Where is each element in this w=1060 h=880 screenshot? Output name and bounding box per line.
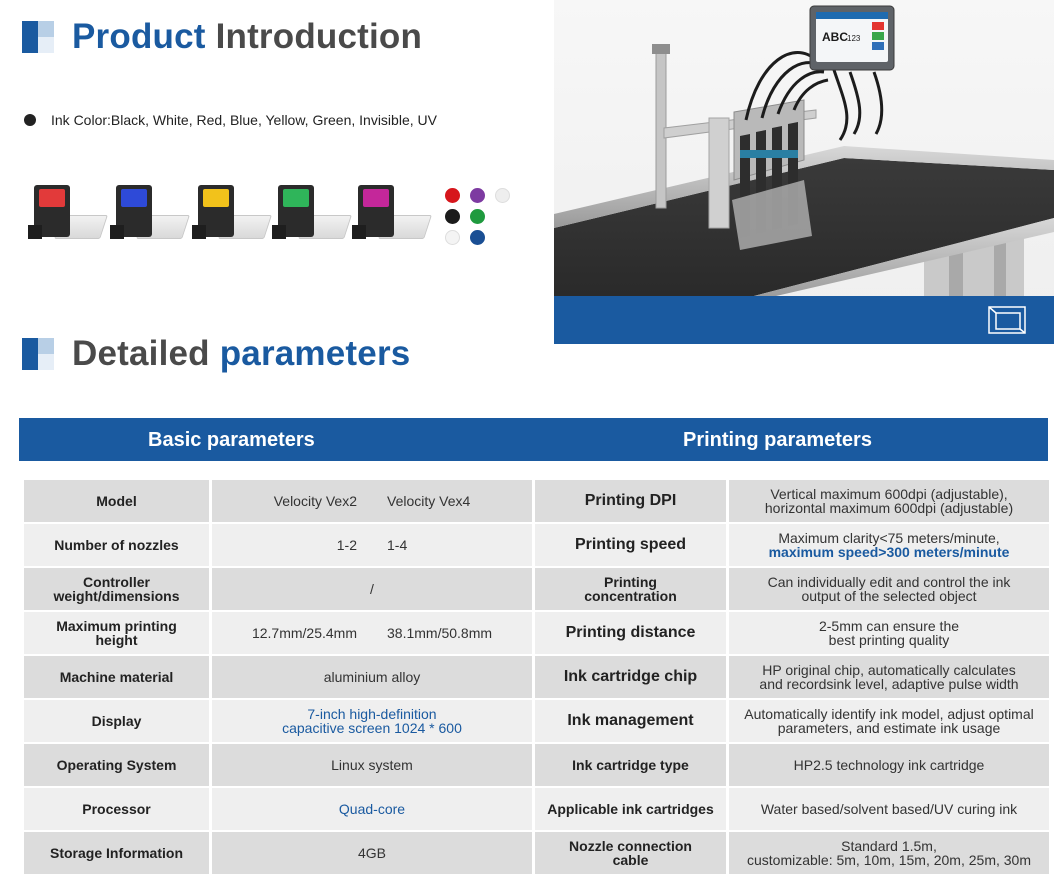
product-introduction-heading: Product Introduction	[22, 17, 422, 57]
basic-param-label: Machine material	[24, 656, 209, 698]
color-swatch	[470, 188, 485, 203]
parameters-header-bar: Basic parameters Printing parameters	[19, 418, 1048, 461]
detailed-parameters-heading: Detailed parameters	[22, 334, 410, 374]
ink-cartridges-image	[18, 160, 432, 260]
basic-param-label: Display	[24, 700, 209, 742]
expand-icon[interactable]	[986, 304, 1028, 336]
printing-param-label: Printing distance	[535, 612, 726, 654]
color-swatch	[470, 230, 485, 245]
svg-text:ABC: ABC	[822, 30, 848, 44]
cartridge-magenta-image	[348, 185, 432, 247]
printing-param-label: Printing speed	[535, 524, 726, 566]
printer-product-photo: ABC 123	[554, 0, 1054, 344]
ink-color-line: Ink Color:Black, White, Red, Blue, Yello…	[24, 112, 437, 128]
printing-param-label: Ink cartridge type	[535, 744, 726, 786]
printer-illustration: ABC 123	[554, 5, 1054, 300]
printing-param-value: Automatically identify ink model, adjust…	[729, 700, 1049, 742]
basic-param-value: 4GB	[212, 832, 532, 874]
printing-param-value: Can individually edit and control the in…	[729, 568, 1049, 610]
color-swatch	[495, 188, 510, 203]
section-title: Product Introduction	[72, 17, 423, 56]
section-title: Detailed parameters	[72, 334, 411, 373]
basic-param-value: Quad-core	[212, 788, 532, 830]
basic-param-label: Storage Information	[24, 832, 209, 874]
ink-color-swatches	[445, 188, 515, 248]
cartridge-yellow-image	[188, 185, 272, 247]
printing-param-label: Ink management	[535, 700, 726, 742]
printing-parameters-header: Printing parameters	[683, 429, 872, 451]
basic-param-value: /	[212, 568, 532, 610]
cartridge-red-image	[24, 185, 108, 247]
printing-param-value: HP2.5 technology ink cartridge	[729, 744, 1049, 786]
printing-param-value: Standard 1.5m,customizable: 5m, 10m, 15m…	[729, 832, 1049, 874]
svg-text:123: 123	[847, 34, 861, 43]
color-swatch	[445, 188, 460, 203]
printing-param-value: Maximum clarity<75 meters/minute,maximum…	[729, 524, 1049, 566]
bullet-icon	[24, 114, 36, 126]
printing-param-label: Applicable ink cartridges	[535, 788, 726, 830]
color-swatch	[470, 209, 485, 224]
basic-param-label: Operating System	[24, 744, 209, 786]
basic-param-label: Model	[24, 480, 209, 522]
printing-param-value: Vertical maximum 600dpi (adjustable),hor…	[729, 480, 1049, 522]
color-swatch	[445, 230, 460, 245]
color-swatch	[445, 209, 460, 224]
cartridge-green-image	[268, 185, 352, 247]
basic-param-label: Processor	[24, 788, 209, 830]
printing-param-value: Water based/solvent based/UV curing ink	[729, 788, 1049, 830]
basic-param-value: aluminium alloy	[212, 656, 532, 698]
heading-square-icon	[22, 21, 54, 53]
cartridge-blue-image	[106, 185, 190, 247]
printing-param-label: Ink cartridge chip	[535, 656, 726, 698]
heading-square-icon	[22, 338, 54, 370]
printing-param-label: Printing DPI	[535, 480, 726, 522]
ink-color-text: Ink Color:Black, White, Red, Blue, Yello…	[51, 112, 437, 128]
printing-param-value: HP original chip, automatically calculat…	[729, 656, 1049, 698]
photo-caption-bar	[554, 296, 1054, 344]
basic-parameters-header: Basic parameters	[148, 429, 315, 451]
basic-param-value: Linux system	[212, 744, 532, 786]
basic-param-label: Number of nozzles	[24, 524, 209, 566]
